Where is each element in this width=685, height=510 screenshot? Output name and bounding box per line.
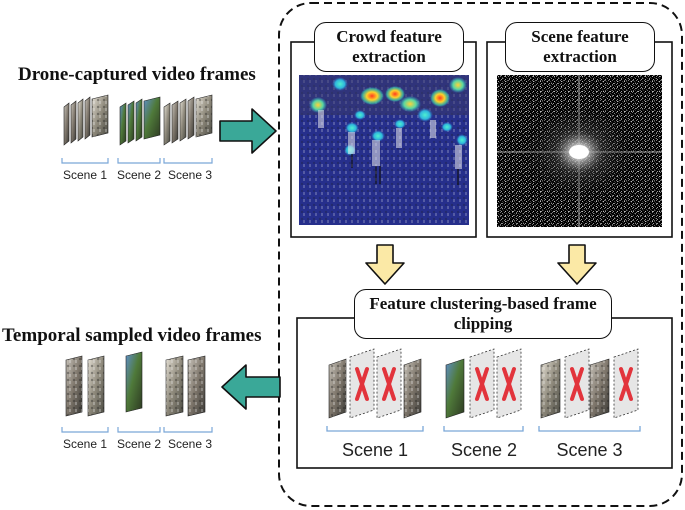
output-frame-stack-scene-2 [125,351,143,413]
cluster-frames-scene-2 [445,348,522,419]
output-frame-stack-scene-3 [165,355,206,417]
teal-arrow-right [219,108,277,154]
scene-feature-title: Scene feature extraction [505,22,655,72]
cluster-scene-3-label: Scene 3 [556,440,623,460]
cluster-scene-2-label: Scene 2 [450,440,518,460]
dashed-container [278,2,683,507]
input-scene-2-label: Scene 2 [116,168,162,182]
crowd-feature-title: Crowd feature extraction [314,22,464,72]
output-scene-brackets [61,427,213,433]
output-scene-3-label: Scene 3 [167,437,213,451]
output-frames-title: Temporal sampled video frames [2,325,262,346]
input-frame-stack-scene-3 [163,94,213,146]
output-scene-2-label: Scene 2 [116,437,162,451]
input-frame-stack-scene-2 [119,96,161,146]
cream-arrow-down-right [557,244,597,285]
input-scene-1-label: Scene 1 [62,168,108,182]
cream-arrow-down-left [365,244,405,285]
cluster-frames-scene-1 [328,348,422,419]
clipped-frame-x-marks [355,367,633,401]
input-frame-stack-scene-1 [63,94,109,146]
output-frame-stack-scene-1 [65,355,105,417]
clustering-title: Feature clustering-based frame clipping [354,289,612,339]
scene-feature-panel [486,41,673,238]
output-scene-1-label: Scene 1 [62,437,108,451]
crowd-feature-panel [290,41,477,238]
teal-arrow-left [221,364,281,410]
input-frames-title: Drone-captured video frames [18,64,256,85]
input-scene-brackets [61,158,213,164]
input-scene-3-label: Scene 3 [167,168,213,182]
cluster-scene-brackets [326,426,641,432]
cluster-scene-1-label: Scene 1 [341,440,409,460]
